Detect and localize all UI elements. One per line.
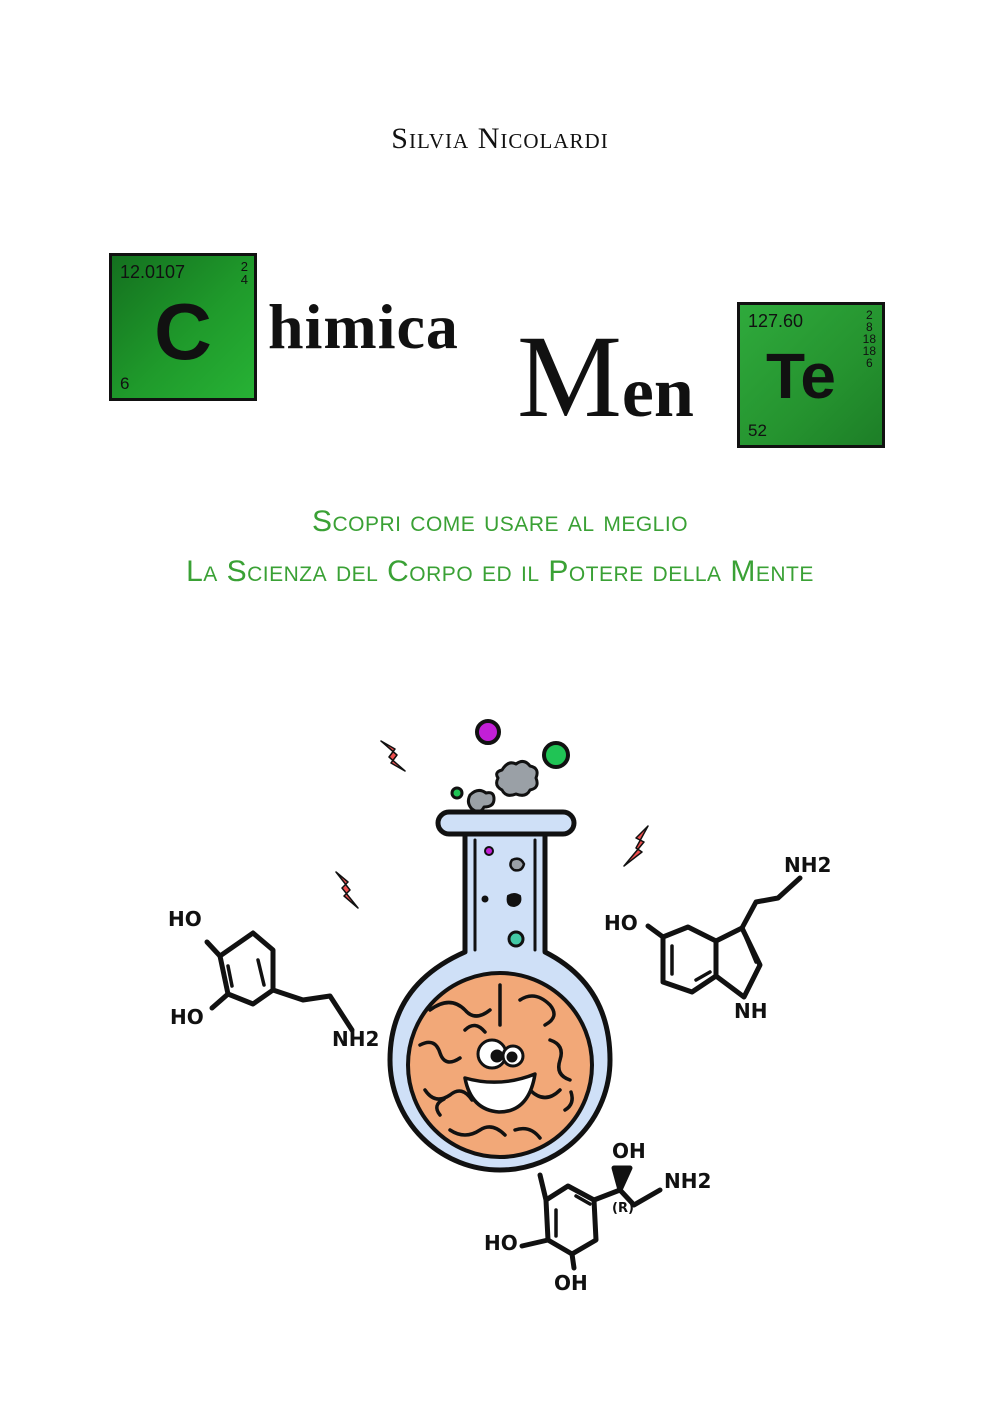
atomic-mass: 12.0107 (120, 262, 186, 282)
subtitle-line-1: Scopri come usare al meglio (311, 505, 689, 538)
electron-shells: 2 8 18 18 6 (862, 308, 876, 370)
title-cap-m: M (517, 311, 622, 442)
flask-brain-illustration: HO HO NH2 HO NH2 NH OH NH2 (R) HO OH (168, 719, 831, 1295)
title-word-men: Men (517, 318, 694, 436)
subtitle-line-2: La Scienza del Corpo ed il Potere della … (186, 555, 814, 588)
atomic-mass: 127.60 (748, 311, 804, 331)
title-rest-en: en (621, 352, 694, 432)
molecule-label: HO (604, 911, 638, 935)
molecule-label: HO (170, 1005, 204, 1029)
molecule-label: NH2 (784, 853, 831, 877)
dopamine-molecule-icon (204, 930, 355, 1033)
molecule-label: OH (554, 1271, 588, 1295)
title-word-himica: himica (268, 291, 459, 362)
element-symbol: Te (766, 340, 836, 412)
molecule-label: HO (168, 907, 202, 931)
molecule-label: NH2 (332, 1027, 379, 1051)
lightning-bolt-icon (335, 871, 359, 909)
element-tile-tellurium: 127.60 2 8 18 18 6 Te 52 (737, 302, 885, 448)
molecule-label: (R) (612, 1201, 634, 1216)
molecule-label: HO (484, 1231, 518, 1255)
brain-icon (406, 971, 594, 1159)
atomic-number: 52 (748, 421, 767, 440)
lightning-bolt-icon (380, 740, 406, 772)
element-tile-carbon: 12.0107 2 4 C 6 (109, 253, 257, 401)
lightning-bolt-icon (623, 825, 649, 867)
electron-shells: 2 4 (240, 259, 248, 287)
molecule-label: NH2 (664, 1169, 711, 1193)
purple-bubble-icon (475, 719, 501, 745)
atomic-number: 6 (120, 374, 130, 393)
green-bubble-icon (542, 741, 570, 769)
author-name: Silvia Nicolardi (391, 122, 609, 155)
molecule-label: NH (734, 999, 767, 1023)
molecule-label: OH (612, 1139, 646, 1163)
noradrenaline-molecule-icon (519, 1165, 663, 1271)
serotonin-molecule-icon (645, 875, 803, 1000)
element-symbol: C (154, 287, 212, 376)
